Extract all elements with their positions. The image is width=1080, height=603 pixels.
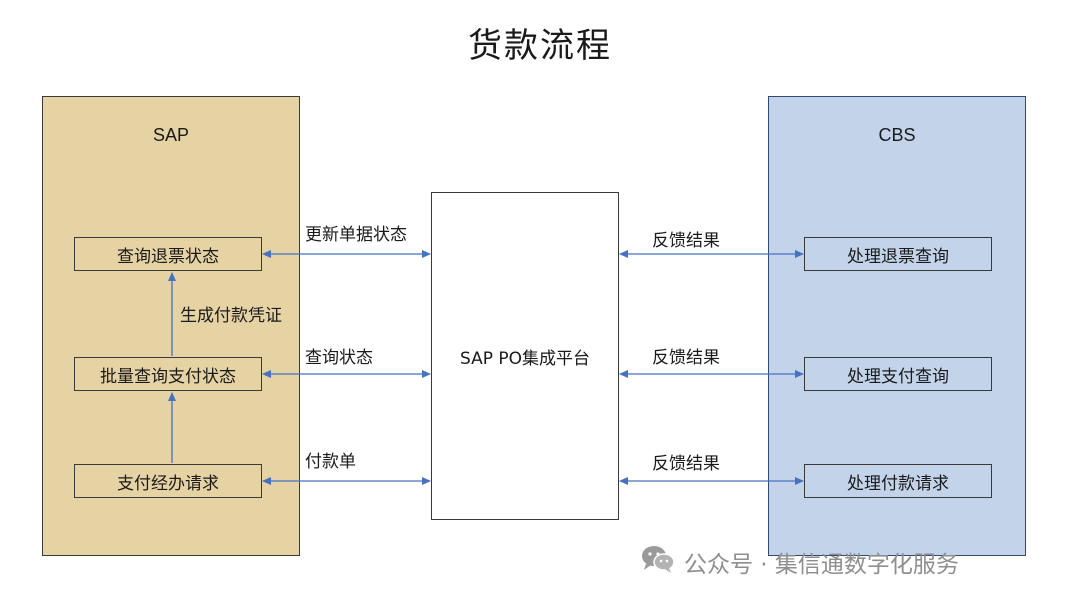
sap-panel-title: SAP	[152, 125, 190, 145]
integration-platform-label: SAP PO集成平台	[459, 348, 591, 369]
cbs-box-label: 处理支付查询	[847, 366, 949, 387]
link-label-feedback-2: 反馈结果	[652, 348, 720, 368]
cbs-panel-title: CBS	[878, 125, 916, 145]
cbs-box-label: 处理付款请求	[847, 473, 949, 494]
cbs-box-process-payment-query: 处理支付查询	[804, 357, 992, 391]
link-label-feedback-3: 反馈结果	[652, 454, 720, 474]
sap-box-label: 支付经办请求	[117, 473, 219, 494]
cbs-box-process-refund-query: 处理退票查询	[804, 237, 992, 271]
watermark: 公众号 · 集信通数字化服务	[640, 544, 959, 580]
sap-box-label: 查询退票状态	[117, 246, 219, 267]
diagram-title: 货款流程	[468, 26, 612, 66]
link-label-feedback-1: 反馈结果	[652, 231, 720, 251]
link-label-payment-order: 付款单	[305, 452, 356, 472]
sap-box-batch-query-payment-status: 批量查询支付状态	[74, 357, 262, 391]
cbs-panel: CBS	[768, 96, 1026, 556]
link-label-query-status: 查询状态	[305, 348, 373, 368]
link-label-update-status: 更新单据状态	[305, 225, 407, 245]
integration-platform-box: SAP PO集成平台	[431, 192, 619, 520]
cbs-box-process-payment-request: 处理付款请求	[804, 464, 992, 498]
watermark-text: 公众号 · 集信通数字化服务	[684, 552, 959, 578]
link-label-generate-voucher: 生成付款凭证	[180, 306, 282, 326]
sap-box-payment-request: 支付经办请求	[74, 464, 262, 498]
sap-panel: SAP	[42, 96, 300, 556]
sap-box-label: 批量查询支付状态	[100, 366, 236, 387]
wechat-icon	[640, 544, 676, 580]
sap-box-query-refund-status: 查询退票状态	[74, 237, 262, 271]
cbs-box-label: 处理退票查询	[847, 246, 949, 267]
